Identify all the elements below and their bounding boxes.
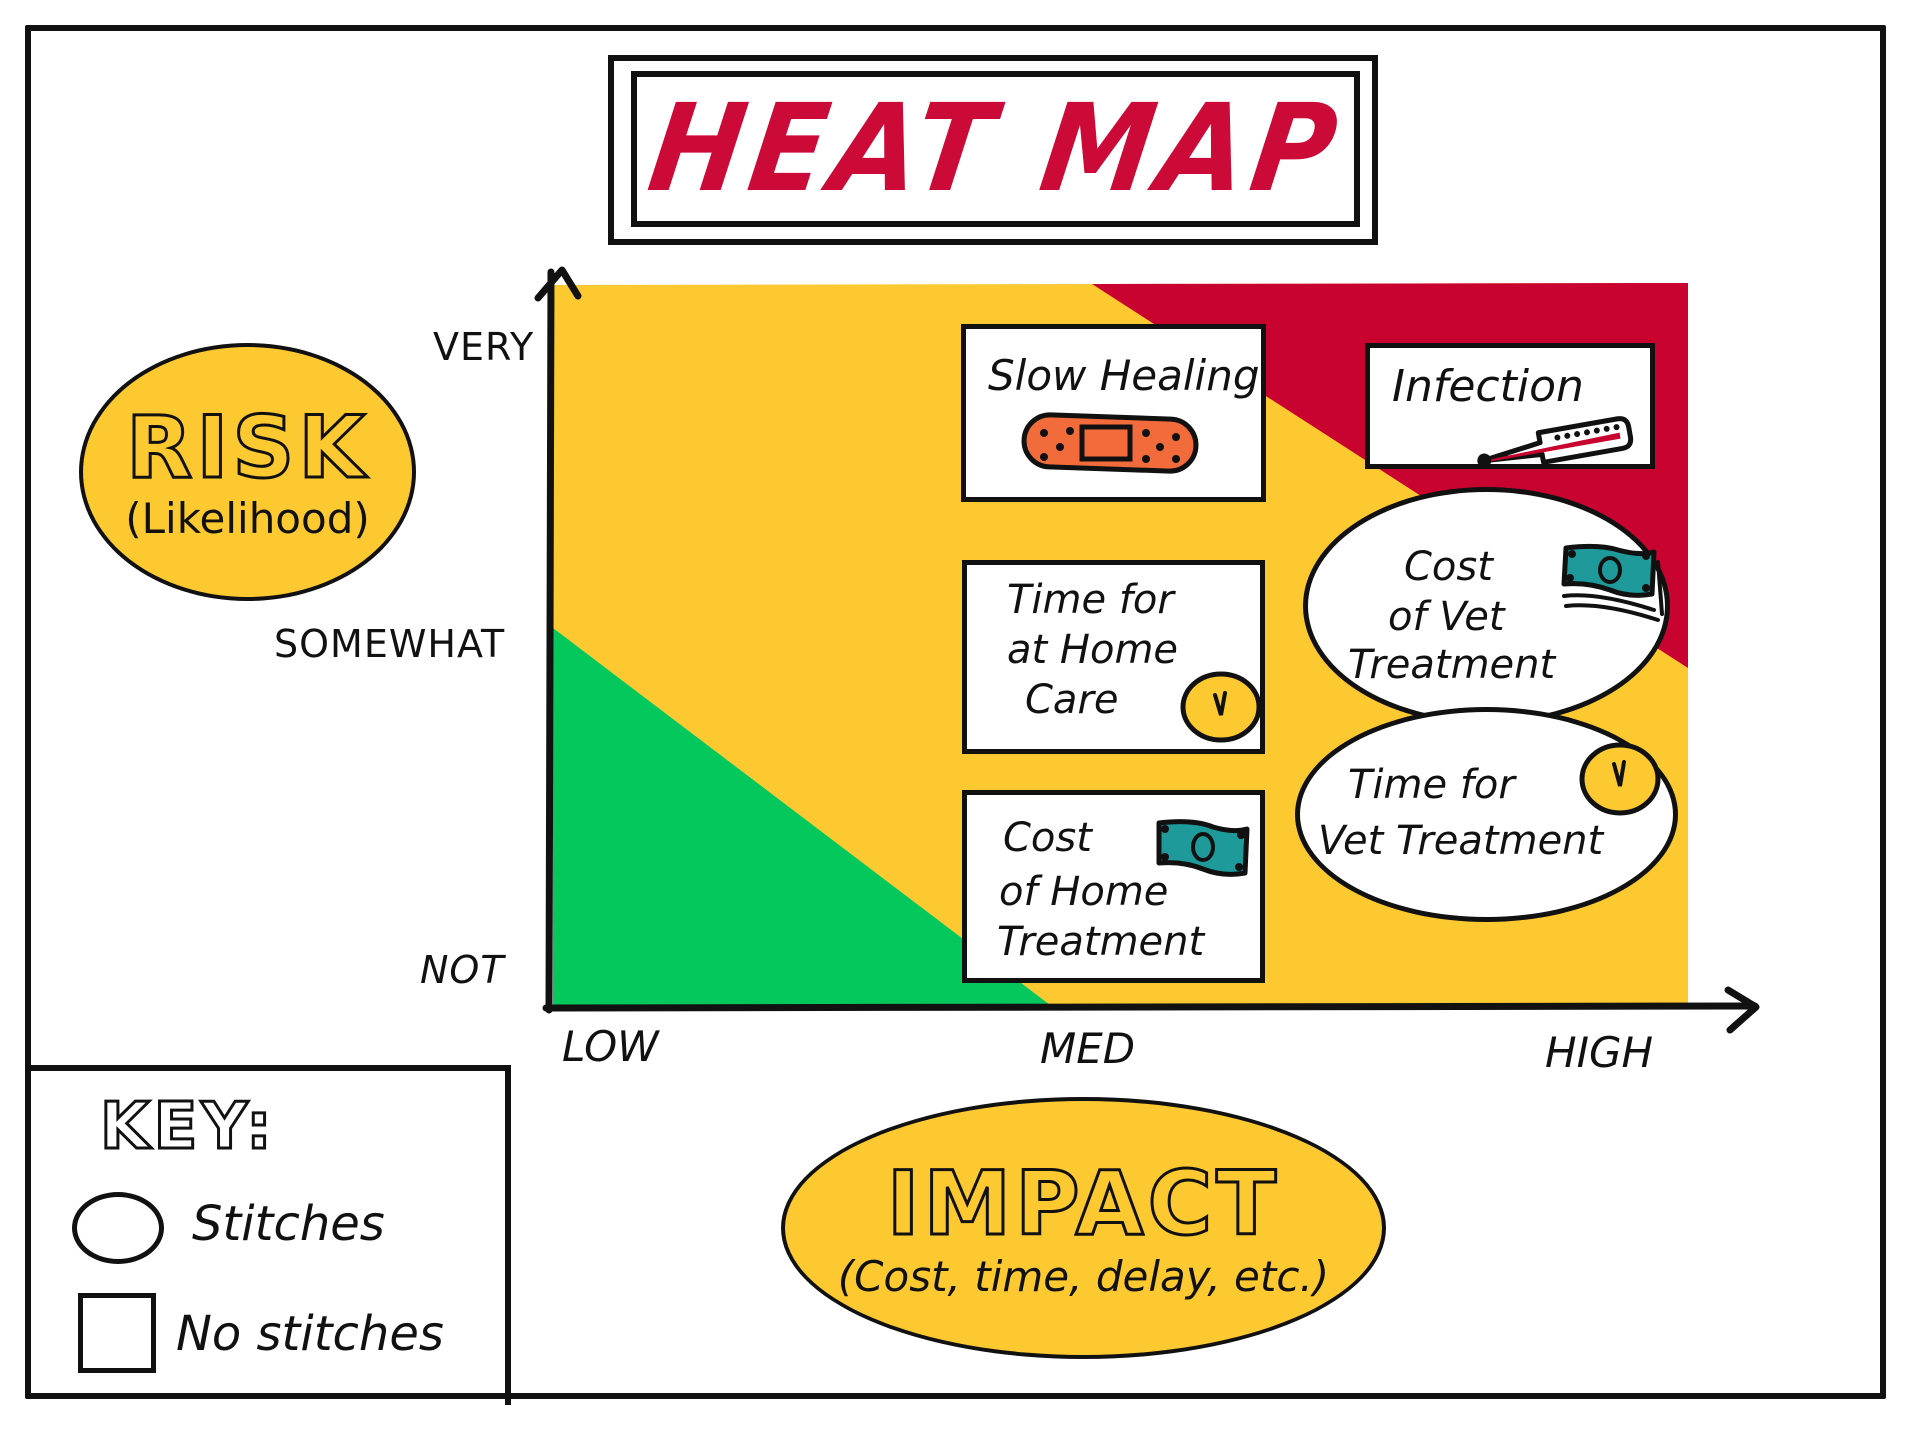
clock-icon bbox=[1579, 742, 1661, 816]
title-frame-outer bbox=[608, 55, 1378, 245]
item-label-line: at Home bbox=[1007, 627, 1179, 673]
item-label: Infection bbox=[1392, 361, 1584, 412]
risk-subtitle: (Likelihood) bbox=[125, 493, 370, 543]
item-label-line: Cost bbox=[1003, 815, 1092, 861]
impact-title: IMPACT bbox=[885, 1151, 1281, 1255]
item-label-line: Vet Treatment bbox=[1318, 818, 1604, 864]
x-axis-line bbox=[542, 1002, 1759, 1012]
legend-box bbox=[25, 1065, 511, 1405]
item-label: Slow Healing bbox=[988, 351, 1260, 400]
impact-axis-title: IMPACT (Cost, time, delay, etc.) bbox=[781, 1097, 1386, 1359]
impact-subtitle: (Cost, time, delay, etc.) bbox=[837, 1251, 1330, 1301]
item-time-at-home-care: Time for at Home Care bbox=[962, 560, 1265, 754]
x-tick-med: MED bbox=[1040, 1024, 1136, 1073]
zone-green bbox=[553, 628, 1054, 1008]
y-tick-somewhat: SOMEWHAT bbox=[274, 622, 506, 666]
item-label-line: of Home bbox=[999, 869, 1169, 915]
bandage-icon bbox=[1021, 412, 1199, 474]
legend-square-swatch bbox=[78, 1293, 156, 1373]
y-axis-line bbox=[545, 268, 555, 1014]
item-label-line: Treatment bbox=[1348, 642, 1556, 688]
risk-title: RISK bbox=[125, 397, 369, 498]
item-label-line: Cost bbox=[1404, 544, 1493, 590]
item-time-vet-treatment: Time for Vet Treatment bbox=[1295, 707, 1678, 922]
item-slow-healing: Slow Healing bbox=[961, 324, 1266, 502]
money-stack-icon bbox=[1561, 543, 1664, 622]
item-cost-vet-treatment: Cost of Vet Treatment bbox=[1303, 487, 1670, 725]
risk-axis-title: RISK (Likelihood) bbox=[79, 343, 416, 601]
legend-circle-swatch bbox=[72, 1192, 164, 1264]
legend-label-stitches: Stitches bbox=[192, 1196, 385, 1252]
legend-title: KEY: bbox=[99, 1089, 276, 1166]
clock-icon bbox=[1180, 671, 1262, 743]
money-icon bbox=[1156, 819, 1250, 877]
thermometer-icon bbox=[1477, 416, 1634, 466]
x-tick-low: LOW bbox=[562, 1022, 659, 1071]
outer-frame bbox=[25, 25, 1886, 1399]
legend-label-no-stitches: No stitches bbox=[176, 1306, 444, 1362]
x-axis-arrowhead bbox=[1724, 986, 1760, 1034]
item-label-line: Time for bbox=[1348, 762, 1515, 808]
y-axis-arrowhead bbox=[534, 266, 582, 302]
item-label-line: Care bbox=[1025, 677, 1119, 723]
item-label-line: Treatment bbox=[997, 919, 1205, 965]
y-tick-not: NOT bbox=[420, 948, 505, 992]
item-cost-home-treatment: Cost of Home Treatment bbox=[962, 790, 1265, 983]
title-frame-inner: HEAT MAP bbox=[631, 71, 1360, 227]
item-label-line: of Vet bbox=[1388, 594, 1505, 640]
x-tick-high: HIGH bbox=[1545, 1028, 1654, 1077]
y-tick-very: VERY bbox=[433, 325, 535, 369]
item-infection: Infection bbox=[1365, 343, 1655, 469]
item-label-line: Time for bbox=[1007, 577, 1174, 623]
